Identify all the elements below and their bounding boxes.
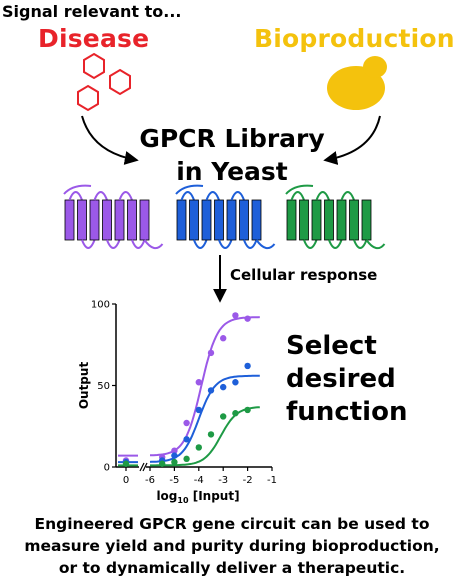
- data-point: [195, 379, 202, 386]
- hexagon-icon: [109, 68, 131, 96]
- series-fit-curve: [150, 316, 260, 457]
- gpcr-library-title: GPCR Library in Yeast: [0, 122, 464, 188]
- data-point: [183, 436, 190, 443]
- caption-line2: measure yield and purity during bioprodu…: [24, 537, 440, 555]
- gpcr-library-line2: in Yeast: [176, 157, 288, 186]
- select-line2: desired: [286, 364, 396, 394]
- y-tick-label: 50: [97, 381, 110, 392]
- x-tick-label: 0: [123, 475, 129, 486]
- data-point: [207, 387, 215, 394]
- data-point: [207, 431, 215, 438]
- data-point: [183, 419, 190, 427]
- data-point: [244, 406, 251, 414]
- data-point: [232, 410, 239, 417]
- x-tick-label: -2: [243, 475, 253, 486]
- caption-line1: Engineered GPCR gene circuit can be used…: [34, 515, 430, 533]
- data-point: [207, 349, 215, 357]
- data-point: [159, 460, 166, 467]
- caption-line3: or to dynamically deliver a therapeutic.: [58, 559, 406, 577]
- data-point: [244, 362, 251, 370]
- hexagon-icon: [83, 52, 105, 80]
- yeast-cell-icon: [327, 56, 387, 110]
- data-point: [220, 335, 227, 342]
- x-axis-label: log10 [Input]: [156, 489, 239, 505]
- dose-response-chart: 0 50 100 0 -6 -5 -4 -3 -2 -1 Output log10 [Input]: [77, 300, 277, 506]
- cellular-response-label: Cellular response: [230, 266, 378, 284]
- data-point: [195, 406, 202, 414]
- heading: Signal relevant to...: [2, 2, 182, 21]
- gpcr-receptors: [63, 184, 386, 250]
- x-tick-label: -5: [169, 475, 179, 486]
- data-point: [171, 458, 178, 466]
- series-fit-curve: [150, 406, 260, 467]
- data-point: [220, 383, 227, 391]
- data-point: [244, 315, 251, 322]
- select-line3: function: [286, 397, 408, 427]
- data-point: [122, 460, 130, 467]
- gpcr-receptor-icon: [285, 184, 386, 250]
- data-point: [171, 452, 178, 459]
- hexagon-icon: [77, 84, 99, 112]
- data-point: [171, 447, 178, 454]
- x-tick-label: -4: [194, 475, 204, 486]
- data-point: [232, 312, 239, 319]
- gpcr-library-line1: GPCR Library: [139, 124, 325, 153]
- y-tick-label: 100: [91, 300, 110, 311]
- bioproduction-label: Bioproduction: [254, 24, 455, 53]
- data-point: [183, 455, 190, 463]
- series-1: [118, 362, 260, 466]
- series-fit-curve: [149, 374, 260, 463]
- arrow-disease-to-library-icon: [81, 115, 139, 165]
- y-tick-label: 0: [104, 463, 110, 474]
- gpcr-receptor-icon: [63, 184, 164, 250]
- axis-break-mark: [142, 462, 148, 472]
- data-point: [195, 444, 202, 451]
- x-tick-label: -6: [145, 475, 155, 486]
- disease-molecule-icon: [77, 52, 131, 112]
- data-point: [232, 379, 239, 386]
- arrow-bioproduction-to-library-icon: [323, 115, 381, 165]
- x-tick-label: -3: [218, 475, 228, 486]
- series-2: [118, 406, 260, 467]
- axis-break-mark: [139, 462, 145, 472]
- select-line1: Select: [286, 331, 377, 361]
- data-point: [220, 413, 227, 420]
- gpcr-receptor-icon: [175, 184, 276, 250]
- disease-label: Disease: [38, 24, 150, 53]
- x-tick-label: -1: [267, 475, 277, 486]
- y-axis-label: Output: [77, 362, 91, 410]
- select-function-text: Select desired function: [286, 330, 407, 429]
- caption: Engineered GPCR gene circuit can be used…: [0, 513, 464, 579]
